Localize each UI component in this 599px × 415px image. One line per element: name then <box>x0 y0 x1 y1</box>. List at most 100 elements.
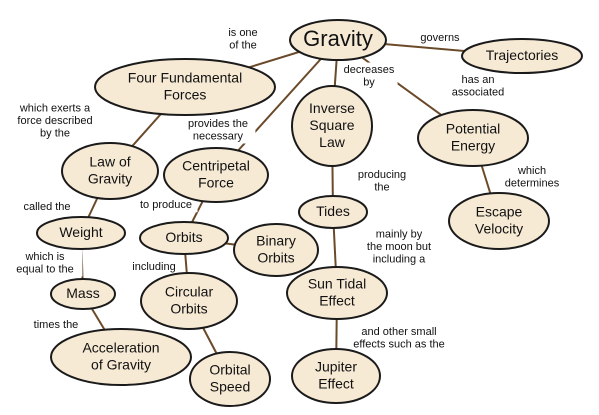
node-shape <box>50 328 192 386</box>
node-trajectories: Trajectories <box>461 38 583 74</box>
edge-label-background <box>340 62 398 90</box>
node-shape <box>289 19 387 61</box>
node-shape <box>139 221 229 255</box>
node-shape <box>140 272 238 330</box>
node-shape <box>94 58 276 116</box>
edge-label-background <box>223 25 263 53</box>
edge-label-background <box>446 72 510 100</box>
node-label: Orbits <box>165 229 202 245</box>
node-shape <box>291 85 373 167</box>
edge-label-background <box>500 163 564 191</box>
node-shape <box>448 192 550 250</box>
edge-label-background <box>361 227 437 267</box>
edge-label-centripetal-force-to-orbits: to produce <box>134 197 198 213</box>
node-shape <box>189 351 271 407</box>
edge-label-text: called the <box>23 201 70 213</box>
edge-label-text: to produce <box>140 199 192 211</box>
node-tides: Tides <box>298 195 368 229</box>
node-label: Tides <box>316 203 350 219</box>
node-shape <box>461 38 583 74</box>
edge-label-orbits-to-circular-orbits: including <box>125 259 183 275</box>
edge-label-text: times the <box>34 319 79 331</box>
edge-label-background <box>340 324 458 352</box>
node-label: Weight <box>59 224 102 240</box>
node-label: Mass <box>66 285 99 301</box>
node-gravity: Gravity <box>289 19 387 61</box>
edge-label-text: governs <box>420 32 460 44</box>
edge-label-text: including <box>132 261 175 273</box>
edge-label-background <box>15 199 79 215</box>
node-shape <box>286 266 388 320</box>
node-label: Trajectories <box>486 47 559 63</box>
node-mass: Mass <box>50 278 116 310</box>
node-label: Gravity <box>303 26 373 51</box>
edge-label-mass-to-acceleration: times the <box>27 317 85 333</box>
edge-label-background <box>353 167 411 195</box>
node-shape <box>163 147 269 203</box>
node-shape <box>417 109 529 167</box>
node-shape <box>291 348 381 404</box>
edge-label-gravity-to-trajectories: governs <box>417 30 463 46</box>
edge-label-background <box>417 30 463 46</box>
edge-label-law-of-gravity-to-weight: called the <box>15 199 79 215</box>
node-shape <box>50 278 116 310</box>
node-weight: Weight <box>36 216 126 250</box>
edge-label-background <box>27 317 85 333</box>
node-shape <box>36 216 126 250</box>
node-orbits: Orbits <box>139 221 229 255</box>
edge-label-background <box>8 101 102 141</box>
edge-label-background <box>180 116 256 144</box>
edge-label-background <box>125 259 183 275</box>
node-shape <box>298 195 368 229</box>
node-shape <box>233 223 319 277</box>
node-shape <box>61 142 159 200</box>
edge-label-background <box>7 249 83 277</box>
